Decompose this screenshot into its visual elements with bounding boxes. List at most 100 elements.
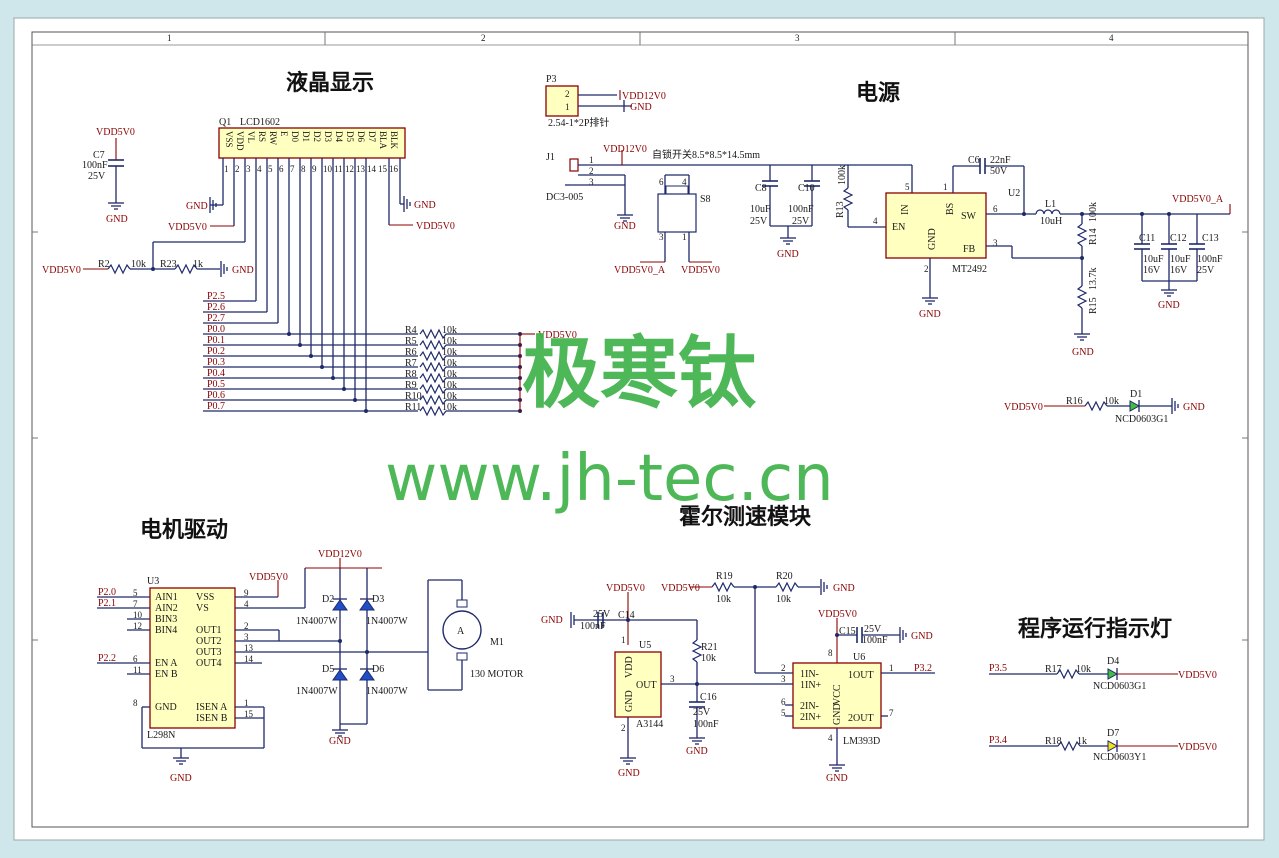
u2-gnd-label: GND: [919, 309, 941, 320]
u3-pin-label: OUT2: [196, 636, 222, 647]
pullup-ref: R9: [405, 380, 417, 391]
u5-gnd-label: GND: [618, 768, 640, 779]
u3-body: [149, 587, 236, 729]
u2-pin-num-5: 5: [905, 182, 910, 192]
u5-pin-num-1: 1: [621, 635, 626, 645]
lcd-pin-label: D5: [345, 131, 355, 142]
net-p27: P2.7: [207, 313, 225, 324]
diode-icon: [332, 599, 348, 611]
c15-value: 100nF: [862, 635, 888, 646]
r2-vdd-label: VDD5V0: [42, 265, 81, 276]
u6-out-net: P3.2: [914, 663, 932, 674]
d2-part: 1N4007W: [296, 616, 338, 627]
d1-part: NCD0603G1: [1115, 414, 1168, 425]
c12-voltage: 16V: [1170, 265, 1188, 276]
p3-pin-1: 1: [565, 102, 570, 112]
u6-pin-num-2: 2: [781, 663, 786, 673]
diode-icon: [359, 669, 375, 681]
c14-ref: C14: [618, 610, 635, 621]
r19-ref: R19: [716, 571, 733, 582]
r15-ref: R15: [1088, 297, 1099, 314]
r19-vdd-label: VDD5V0: [661, 583, 700, 594]
lcd-pin-label: D2: [312, 131, 322, 142]
pullup-value: 10k: [442, 402, 457, 413]
c7-gnd-label: GND: [106, 214, 128, 225]
pullup-ref: R4: [405, 325, 417, 336]
u6-pin-num-3: 3: [781, 674, 786, 684]
lcd-pin-number: 9: [312, 164, 317, 174]
u3-pin-number: 3: [244, 632, 249, 642]
m1-ref: M1: [490, 637, 504, 648]
p3-part: 2.54-1*2P排针: [548, 116, 609, 129]
lcd-vdd-label: VDD5V0: [168, 222, 207, 233]
net-p0-4: P0.4: [207, 368, 225, 379]
u2-pin-sw: SW: [961, 211, 977, 222]
u2-pin-bs: BS: [945, 203, 956, 215]
blk-gnd-label: GND: [414, 200, 436, 211]
u3-pin-number: 10: [133, 610, 143, 620]
r23-ref: R23: [160, 259, 177, 270]
u3-pin-label: EN B: [155, 669, 178, 680]
u6-pin-num-6: 6: [781, 697, 786, 707]
lcd-pin-number: 15: [378, 164, 388, 174]
u2-pin-gnd: GND: [927, 228, 938, 250]
c7-value: 100nF: [82, 160, 108, 171]
led-icon: [1107, 740, 1119, 752]
p3-ref: P3: [546, 74, 557, 85]
section-title-motor: 电机驱动: [140, 518, 228, 543]
u3-pin-label: AIN1: [155, 592, 178, 603]
grid-label-4: 4: [1109, 33, 1114, 43]
u3-pin-label: GND: [155, 702, 177, 713]
lcd-pin-number: 12: [345, 164, 354, 174]
r14-value: 100k: [1088, 202, 1099, 222]
u6-pin-2out: 2OUT: [848, 713, 874, 724]
s8-ref: S8: [700, 194, 711, 205]
c16-value: 100nF: [693, 719, 719, 730]
u6-pin-num-4: 4: [828, 733, 833, 743]
c12-ref: C12: [1170, 233, 1187, 244]
d3-ref: D3: [372, 594, 384, 605]
u5-ref: U5: [639, 640, 651, 651]
u5-vdd-label: VDD5V0: [606, 583, 645, 594]
lcd-pin-number: 5: [268, 164, 273, 174]
u5-part: A3144: [636, 719, 663, 730]
u6-ref: U6: [853, 652, 865, 663]
c10-ref: C10: [798, 183, 815, 194]
u6-pin-2in-plus: 2IN+: [800, 712, 822, 723]
u6-pin-num-5: 5: [781, 708, 786, 718]
bridge-gnd-label: GND: [329, 736, 351, 747]
lcd-section: Q1 LCD1602 VSS1VDD2VL3RS4RW5E6D07D18D29D…: [42, 117, 577, 417]
c11-voltage: 16V: [1143, 265, 1161, 276]
m1-part: 130 MOTOR: [470, 669, 524, 680]
d4-part: NCD0603G1: [1093, 681, 1146, 692]
c13-ref: C13: [1202, 233, 1219, 244]
u6-pin-num-7: 7: [889, 708, 894, 718]
u2-part: MT2492: [952, 264, 987, 275]
j1-pin-2: 2: [589, 166, 594, 176]
r16-ref: R16: [1066, 396, 1083, 407]
p3-vdd12-label: VDD12V0: [622, 91, 666, 102]
u5-pin-gnd: GND: [624, 690, 635, 712]
u3-pin-number: 6: [133, 654, 138, 664]
cout-gnd-label: GND: [1158, 300, 1180, 311]
lcd-pin-number: 6: [279, 164, 284, 174]
lcd-pin-label: VSS: [224, 131, 234, 148]
c6-ref: C6: [968, 155, 980, 166]
u2-pin-en: EN: [892, 222, 905, 233]
net-p21: P2.1: [98, 598, 116, 609]
pullup-vdd-label: VDD5V0: [538, 330, 577, 341]
lcd-body: [218, 127, 406, 159]
net-p0-5: P0.5: [207, 379, 225, 390]
net-p25: P2.5: [207, 291, 225, 302]
p3-pin-2: 2: [565, 89, 570, 99]
u5-pin-vdd: VDD: [624, 656, 635, 678]
r21-value: 10k: [701, 653, 716, 664]
net-p0-6: P0.6: [207, 390, 225, 401]
u3-pin-label: AIN2: [155, 603, 178, 614]
watermark-url: www.jh-tec.cn: [385, 442, 834, 516]
p3-body: [545, 85, 579, 117]
u2-pin-fb: FB: [963, 244, 976, 255]
u6-gnd-label: GND: [826, 773, 848, 784]
